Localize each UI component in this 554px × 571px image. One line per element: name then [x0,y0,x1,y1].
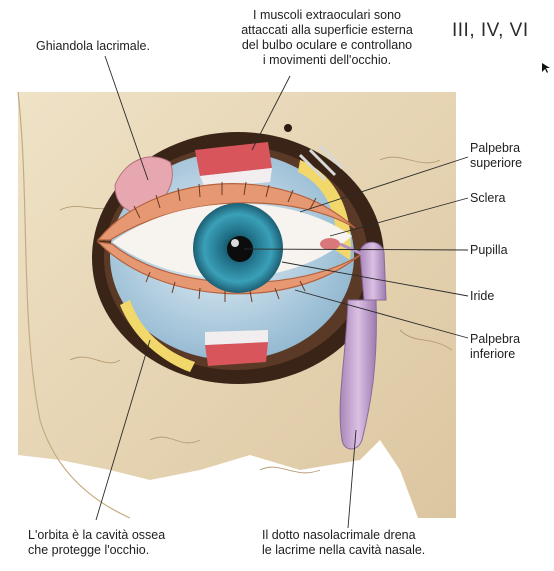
duct-line-2: le lacrime nella cavità nasale. [262,543,425,558]
lacrimal-gland-text: Ghiandola lacrimale. [36,39,150,53]
orbit-line-1: L'orbita è la cavità ossea [28,528,165,543]
label-extraocular-muscles: I muscoli extraoculari sono attaccati al… [222,8,432,68]
label-iris: Iride [470,289,494,304]
cranial-nerves-note: III, IV, VI [452,20,529,42]
cursor-icon [542,63,550,73]
pupil-text: Pupilla [470,243,508,257]
upper-eyelid-line-2: superiore [470,156,522,171]
caruncle [320,238,340,250]
duct-line-1: Il dotto nasolacrimale drena [262,528,425,543]
upper-eyelid-line-1: Palpebra [470,141,522,156]
lacrimal-sac [360,242,386,300]
label-upper-eyelid: Palpebra superiore [470,141,522,171]
muscles-line-3: del bulbo oculare e controllano [222,38,432,53]
label-nasolacrimal-duct: Il dotto nasolacrimale drena le lacrime … [262,528,425,558]
muscles-line-1: I muscoli extraoculari sono [222,8,432,23]
muscles-line-2: attaccati alla superficie esterna [222,23,432,38]
label-lacrimal-gland: Ghiandola lacrimale. [36,39,150,54]
lower-eyelid-line-1: Palpebra [470,332,520,347]
sclera-text: Sclera [470,191,505,205]
orbit-line-2: che protegge l'occhio. [28,543,165,558]
muscles-line-4: i movimenti dell'occhio. [222,53,432,68]
iris-text: Iride [470,289,494,303]
label-pupil: Pupilla [470,243,508,258]
pupil-highlight [231,239,239,247]
inferior-rectus-muscle [205,342,268,366]
label-sclera: Sclera [470,191,505,206]
supraorbital-foramen [284,124,292,132]
label-lower-eyelid: Palpebra inferiore [470,332,520,362]
lower-eyelid-line-2: inferiore [470,347,520,362]
label-orbit: L'orbita è la cavità ossea che protegge … [28,528,165,558]
